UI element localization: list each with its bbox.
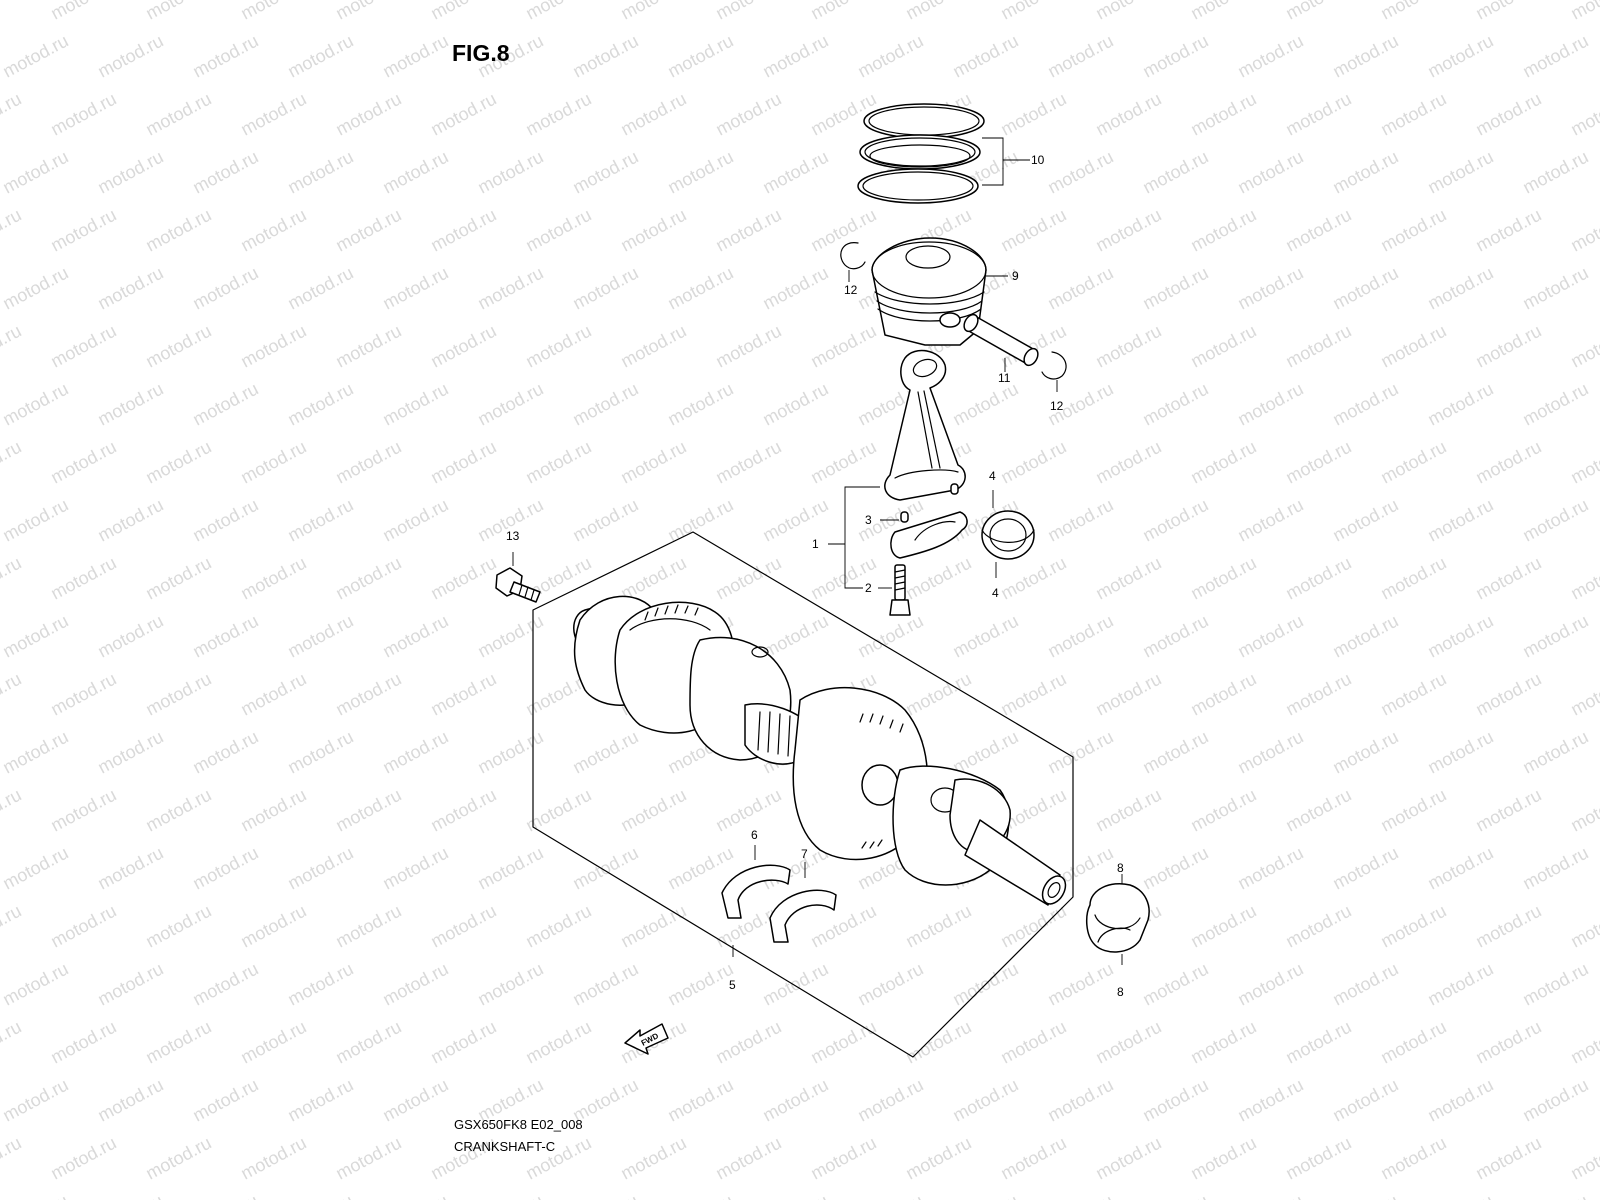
forward-direction-arrow: FWD xyxy=(624,1023,669,1055)
callout-4-top: 4 xyxy=(989,469,996,483)
thrust-bearing-left xyxy=(721,845,791,919)
callout-8-bottom: 8 xyxy=(1117,985,1124,999)
connecting-rod-bolt xyxy=(889,564,911,616)
crankcase-bolt xyxy=(495,552,541,603)
piston-pin xyxy=(963,313,1039,372)
crankshaft-assembly-box xyxy=(532,531,1074,1058)
piston-pin-circlip-right xyxy=(1041,351,1067,392)
callout-6: 6 xyxy=(751,828,758,842)
callout-7: 7 xyxy=(801,847,808,861)
crankshaft-main-bearing xyxy=(1085,874,1150,965)
model-code: GSX650FK8 E02_008 xyxy=(454,1117,583,1132)
figure-title: FIG.8 xyxy=(452,40,510,66)
section-name: CRANKSHAFT-C xyxy=(454,1139,556,1154)
rod-assembly-bracket xyxy=(828,486,899,589)
callout-1: 1 xyxy=(812,537,819,551)
piston-pin-circlip-left xyxy=(840,242,866,282)
callout-9: 9 xyxy=(1012,269,1019,283)
callout-12-right: 12 xyxy=(1050,399,1064,413)
connecting-rod-cap xyxy=(890,511,968,559)
connecting-rod xyxy=(884,349,966,523)
callout-5: 5 xyxy=(729,978,736,992)
conrod-bearing-shells xyxy=(981,490,1035,578)
callout-4-bottom: 4 xyxy=(992,586,999,600)
callout-labels: 10 9 12 11 12 4 3 1 2 4 13 6 7 8 8 5 xyxy=(506,153,1124,999)
thrust-bearing-right xyxy=(769,862,837,943)
callout-12-left: 12 xyxy=(844,283,858,297)
callout-10: 10 xyxy=(1031,153,1045,167)
crankshaft xyxy=(573,595,1067,957)
callout-8-top: 8 xyxy=(1117,861,1124,875)
callout-13: 13 xyxy=(506,529,520,543)
piston-rings xyxy=(857,103,1030,204)
callout-2: 2 xyxy=(865,581,872,595)
callout-11: 11 xyxy=(998,371,1011,385)
callout-3: 3 xyxy=(865,513,872,527)
